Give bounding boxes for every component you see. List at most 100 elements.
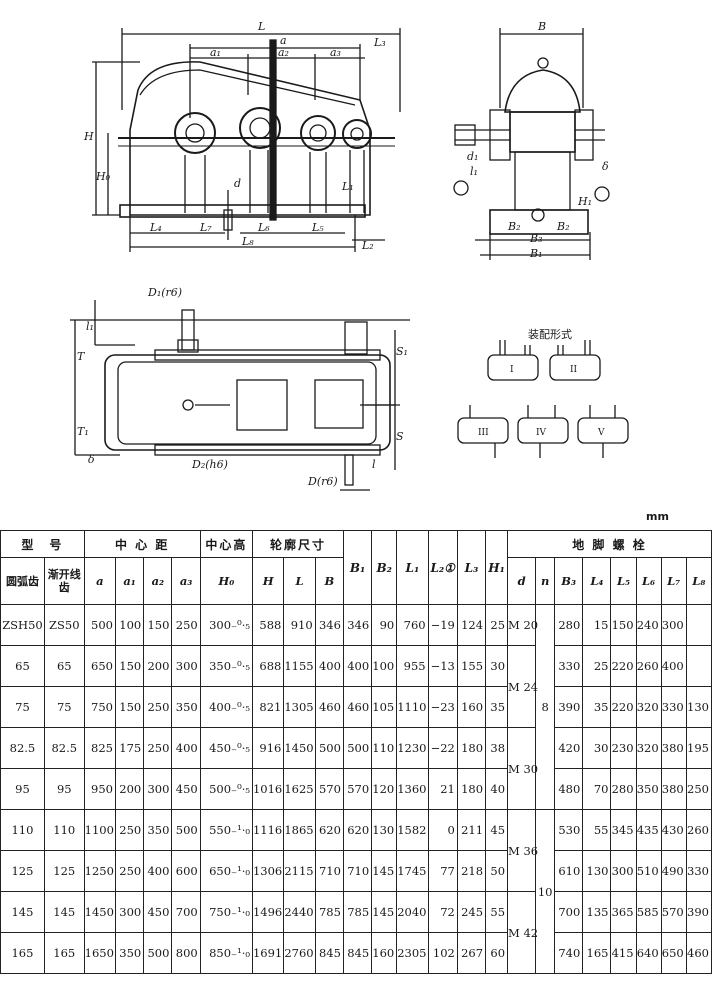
cell-h1: 45 bbox=[485, 809, 509, 851]
cell-h0: 500₋⁰·₅ bbox=[199, 768, 253, 810]
cell-h1: 40 bbox=[485, 768, 509, 810]
cell-b1: 785 bbox=[342, 891, 373, 933]
cell-l1: 1745 bbox=[396, 850, 429, 892]
cell-b2: 110 bbox=[371, 727, 398, 769]
cell-a2: 400 bbox=[143, 850, 173, 892]
cell-a: 500 bbox=[83, 604, 117, 646]
cell-b1: 460 bbox=[342, 686, 373, 728]
cell-inv: 125 bbox=[43, 850, 85, 892]
side-view bbox=[453, 28, 610, 260]
dim-B: B bbox=[537, 20, 546, 33]
cell-b1: 710 bbox=[342, 850, 373, 892]
cell-l: 2115 bbox=[283, 850, 316, 892]
cell-l1: 760 bbox=[396, 604, 429, 646]
cell-arc: 110 bbox=[0, 809, 45, 851]
cell-inv: 65 bbox=[43, 645, 85, 687]
cell-l2: 72 bbox=[427, 891, 458, 933]
cell-l7: 570 bbox=[660, 891, 687, 933]
cell-h1: 35 bbox=[485, 686, 509, 728]
cell-l6: 320 bbox=[635, 727, 662, 769]
cell-l1: 1582 bbox=[396, 809, 429, 851]
cell-l5: 150 bbox=[610, 604, 637, 646]
cell-a3: 300 bbox=[171, 645, 201, 687]
cell-inv: 95 bbox=[43, 768, 85, 810]
cell-l5: 300 bbox=[610, 850, 637, 892]
assembly-form-3: III bbox=[478, 428, 489, 438]
cell-l: 1450 bbox=[283, 727, 316, 769]
cell-l4: 70 bbox=[582, 768, 612, 810]
cell-b3: 280 bbox=[554, 604, 584, 646]
cell-h: 1016 bbox=[251, 768, 285, 810]
cell-a2: 500 bbox=[143, 932, 173, 974]
cell-h0: 650₋¹·₀ bbox=[199, 850, 253, 892]
cell-l: 910 bbox=[283, 604, 316, 646]
cell-a1: 350 bbox=[114, 932, 145, 974]
dim-S1: S₁ bbox=[396, 345, 408, 358]
cell-h1: 25 bbox=[485, 604, 509, 646]
cell-l4: 30 bbox=[582, 727, 612, 769]
cell-a2: 350 bbox=[143, 809, 173, 851]
cell-h: 1496 bbox=[251, 891, 285, 933]
cell-b1: 845 bbox=[342, 932, 373, 974]
cell-l5: 230 bbox=[610, 727, 637, 769]
cell-l8: 195 bbox=[685, 727, 712, 769]
cell-l7: 650 bbox=[660, 932, 687, 974]
cell-inv: 110 bbox=[43, 809, 85, 851]
cell-a3: 700 bbox=[171, 891, 201, 933]
cell-l: 1305 bbox=[283, 686, 316, 728]
header-B1: B₁ bbox=[342, 530, 373, 605]
cell-b3: 480 bbox=[554, 768, 584, 810]
cell-a1: 150 bbox=[114, 686, 145, 728]
cell-l2: −19 bbox=[427, 604, 458, 646]
cell-l3: 267 bbox=[456, 932, 487, 974]
cell-a1: 200 bbox=[114, 768, 145, 810]
cell-h: 1116 bbox=[251, 809, 285, 851]
cell-bolt-n: 10 bbox=[535, 809, 556, 974]
cell-l7: 380 bbox=[660, 727, 687, 769]
cell-h1: 30 bbox=[485, 645, 509, 687]
cell-a2: 250 bbox=[143, 686, 173, 728]
cell-h0: 750₋¹·₀ bbox=[199, 891, 253, 933]
dim-delta-side: δ bbox=[602, 160, 609, 173]
dim-D: D(r6) bbox=[307, 475, 338, 488]
cell-arc: 145 bbox=[0, 891, 45, 933]
cell-b: 460 bbox=[314, 686, 344, 728]
cell-b2: 145 bbox=[371, 850, 398, 892]
cell-a1: 300 bbox=[114, 891, 145, 933]
cell-h: 588 bbox=[251, 604, 285, 646]
cell-l: 1155 bbox=[283, 645, 316, 687]
cell-l: 2760 bbox=[283, 932, 316, 974]
dim-L1: L₁ bbox=[341, 180, 354, 193]
header-a: a bbox=[83, 557, 117, 605]
header-a2: a₂ bbox=[143, 557, 173, 605]
cell-b2: 100 bbox=[371, 645, 398, 687]
cell-bolt-n: 8 bbox=[535, 604, 556, 810]
cell-inv: 145 bbox=[43, 891, 85, 933]
cell-bolt-d: M 20 bbox=[507, 604, 538, 646]
cell-l8 bbox=[685, 604, 712, 646]
cell-b: 845 bbox=[314, 932, 344, 974]
dim-a3: a₃ bbox=[330, 46, 341, 59]
cell-h: 821 bbox=[251, 686, 285, 728]
header-L4: L₄ bbox=[582, 557, 612, 605]
cell-a3: 800 bbox=[171, 932, 201, 974]
cell-arc: 75 bbox=[0, 686, 45, 728]
dim-d1: d₁ bbox=[467, 150, 478, 163]
cell-a3: 450 bbox=[171, 768, 201, 810]
cell-b2: 160 bbox=[371, 932, 398, 974]
cell-h1: 60 bbox=[485, 932, 509, 974]
cell-b2: 120 bbox=[371, 768, 398, 810]
cell-a3: 600 bbox=[171, 850, 201, 892]
cell-l8: 460 bbox=[685, 932, 712, 974]
header-L3: L₃ bbox=[456, 530, 487, 605]
cell-b2: 105 bbox=[371, 686, 398, 728]
cell-a: 750 bbox=[83, 686, 117, 728]
header-center-height: 中心高 bbox=[199, 530, 253, 558]
cell-inv: 75 bbox=[43, 686, 85, 728]
cell-l7: 380 bbox=[660, 768, 687, 810]
cell-a1: 175 bbox=[114, 727, 145, 769]
